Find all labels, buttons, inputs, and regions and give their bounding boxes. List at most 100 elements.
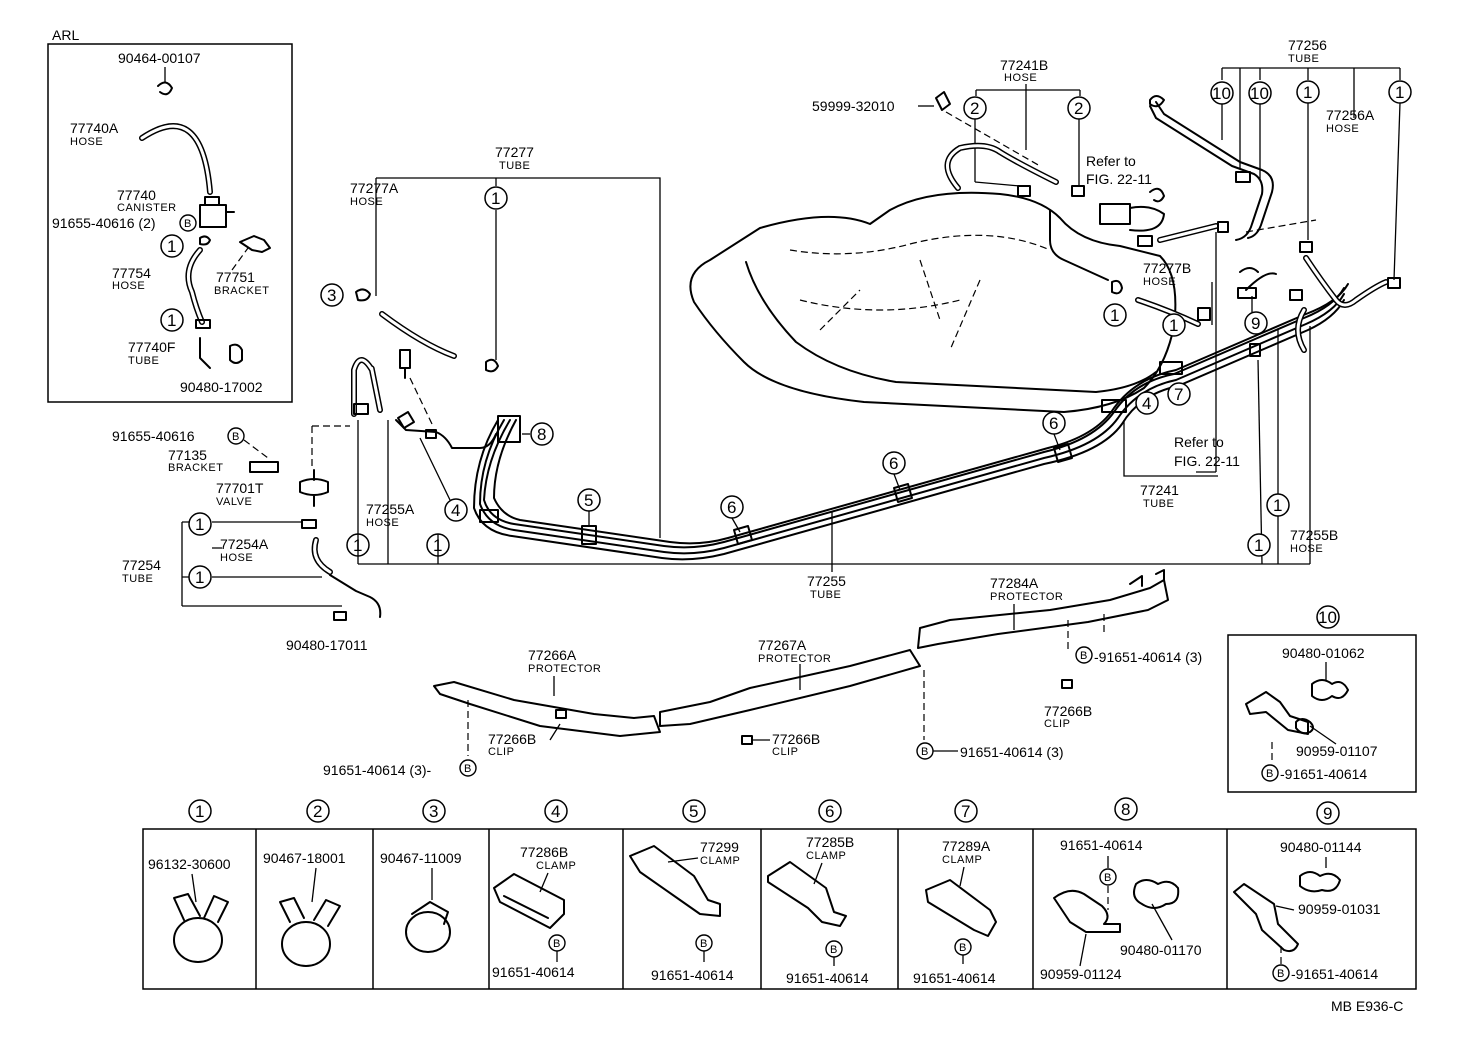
bracket-77751-part xyxy=(239,235,271,253)
bracket-90959-01031-part xyxy=(1233,883,1299,953)
table-frame xyxy=(142,828,1417,990)
label-hose-77256A: HOSE xyxy=(1326,123,1359,135)
bolt-symbol: B xyxy=(830,944,838,956)
part-number-59999-32010: 59999-32010 xyxy=(812,98,895,114)
part-number-91655-40616: 91655-40616 xyxy=(112,428,195,444)
hose-clamp-2-part xyxy=(281,921,331,967)
part-number-90959-01124: 90959-01124 xyxy=(1040,966,1122,982)
arl-inset-frame xyxy=(47,43,293,403)
main-left-assembly: 77277 TUBE 77277A HOSE 1 3 77255A HOSE 4… xyxy=(320,144,1278,565)
label-tube-77241: TUBE xyxy=(1143,498,1174,510)
label-protector-77284A: PROTECTOR xyxy=(990,591,1063,603)
part-number-77751: 77751 xyxy=(216,269,255,285)
bracket-90959-01124-part xyxy=(1053,889,1121,933)
callout-1: 1 xyxy=(1254,536,1263,555)
parts-table: 1 2 3 4 5 6 7 8 9 96132-30600 90467-1800… xyxy=(142,797,1417,990)
part-number-77286B: 77286B xyxy=(520,844,568,860)
bolt-91651-40614-col7: 91651-40614 xyxy=(913,970,996,986)
hose-clamp-1-part xyxy=(173,917,223,963)
bolt-symbol: B xyxy=(232,431,240,443)
tube-77256-part xyxy=(1149,105,1264,241)
part-number-77266B-center: 77266B xyxy=(772,731,820,747)
part-number-90480-01144: 90480-01144 xyxy=(1280,839,1362,855)
callout-2: 2 xyxy=(1074,99,1083,118)
label-clamp-77299: CLAMP xyxy=(700,855,740,867)
callout-1: 1 xyxy=(491,189,500,208)
part-number-77285B: 77285B xyxy=(806,834,854,850)
clip-part xyxy=(1061,679,1073,689)
label-clip-right: CLIP xyxy=(1044,718,1070,730)
left-valve-group: 91655-40616 B 77135 BRACKET 77701T VALVE… xyxy=(112,425,382,653)
refer-fig-text-1: Refer to xyxy=(1086,153,1136,169)
clamp-part xyxy=(199,235,211,246)
clamp-4-part xyxy=(479,509,499,523)
callout-1: 1 xyxy=(1110,306,1119,325)
clamp-7-part xyxy=(1101,399,1127,413)
inset-10: 10 90480-01062 90959-01107 B -91651-4061… xyxy=(1227,605,1417,793)
table-header-5: 5 xyxy=(689,802,698,821)
part-number-91655-40616-2: 91655-40616 (2) xyxy=(52,215,156,231)
refer-fig-text-2: Refer to xyxy=(1174,434,1224,450)
tube-77740F-part xyxy=(199,337,211,369)
main-tube-77255 xyxy=(473,283,1349,561)
part-number-77754: 77754 xyxy=(112,265,151,281)
tube-77254-part xyxy=(329,574,382,618)
part-number-77241: 77241 xyxy=(1140,482,1179,498)
bolt-symbol: B xyxy=(1277,968,1285,980)
part-number-77255B: 77255B xyxy=(1290,527,1338,543)
callout-5: 5 xyxy=(584,491,593,510)
part-number-90480-01170: 90480-01170 xyxy=(1120,942,1202,958)
label-hose-77254A: HOSE xyxy=(220,552,253,564)
bolt-91651-40614-col6: 91651-40614 xyxy=(786,970,869,986)
callout-7: 7 xyxy=(1174,385,1183,404)
table-cell-6: 77285B CLAMP B 91651-40614 xyxy=(767,834,869,986)
bolt-91651-40614-col9: -91651-40614 xyxy=(1291,966,1378,982)
clamp-77289A-part xyxy=(925,879,997,937)
label-tube-77255: TUBE xyxy=(810,589,841,601)
part-number-77255A: 77255A xyxy=(366,501,415,517)
clamp-6-part xyxy=(733,525,753,545)
bolt-symbol: B xyxy=(184,218,192,230)
callout-6: 6 xyxy=(889,454,898,473)
label-hose-77255A: HOSE xyxy=(366,517,399,529)
label-hose-77754: HOSE xyxy=(112,280,145,292)
hose-77256A-part xyxy=(1303,255,1389,308)
label-canister: CANISTER xyxy=(117,202,177,214)
label-tube-77254: TUBE xyxy=(122,573,153,585)
part-number-90480-17002: 90480-17002 xyxy=(180,379,263,395)
clamp-tab-part xyxy=(173,893,229,923)
tube-clamps: 5 6 6 6 77255 TUBE xyxy=(479,411,1073,601)
part-number-90959-01031: 90959-01031 xyxy=(1298,901,1381,917)
part-number-77241B: 77241B xyxy=(1000,57,1048,73)
callout-10: 10 xyxy=(1250,84,1269,103)
grommet-part xyxy=(229,343,243,364)
arl-inset-title: ARL xyxy=(52,27,79,43)
table-header-2: 2 xyxy=(313,802,322,821)
figure-code: MB E936-C xyxy=(1331,998,1403,1014)
bolt-symbol: B xyxy=(921,746,929,758)
part-number-90467-11009: 90467-11009 xyxy=(380,850,462,866)
clamp-tab-part xyxy=(279,897,341,927)
callout-1: 1 xyxy=(1169,316,1178,335)
label-bracket-77751: BRACKET xyxy=(214,285,269,297)
part-number-77256: 77256 xyxy=(1288,37,1327,53)
part-number-77277: 77277 xyxy=(495,144,534,160)
grommet-90480-01144-part xyxy=(1299,871,1341,893)
label-protector-77267A: PROTECTOR xyxy=(758,653,831,665)
top-right-assembly: 77241B HOSE 2 2 59999-32010 Refer to FIG… xyxy=(812,37,1412,565)
label-clip-left: CLIP xyxy=(488,746,514,758)
bolt-symbol: B xyxy=(959,942,967,954)
refer-fig-text-2b: FIG. 22-11 xyxy=(1174,453,1240,469)
callout-1: 1 xyxy=(1273,496,1282,515)
label-clamp-77289A: CLAMP xyxy=(942,854,982,866)
label-protector-77266A: PROTECTOR xyxy=(528,663,601,675)
part-number-77277A: 77277A xyxy=(350,180,399,196)
bolt-symbol: B xyxy=(1080,650,1088,662)
part-number-77135: 77135 xyxy=(168,447,207,463)
callout-1: 1 xyxy=(195,515,204,534)
callout-10: 10 xyxy=(1212,84,1231,103)
tube-77277-part xyxy=(395,419,497,449)
part-number-90464-00107: 90464-00107 xyxy=(118,50,201,66)
label-tube-77256: TUBE xyxy=(1288,53,1319,65)
bolt-symbol: B xyxy=(464,763,472,775)
